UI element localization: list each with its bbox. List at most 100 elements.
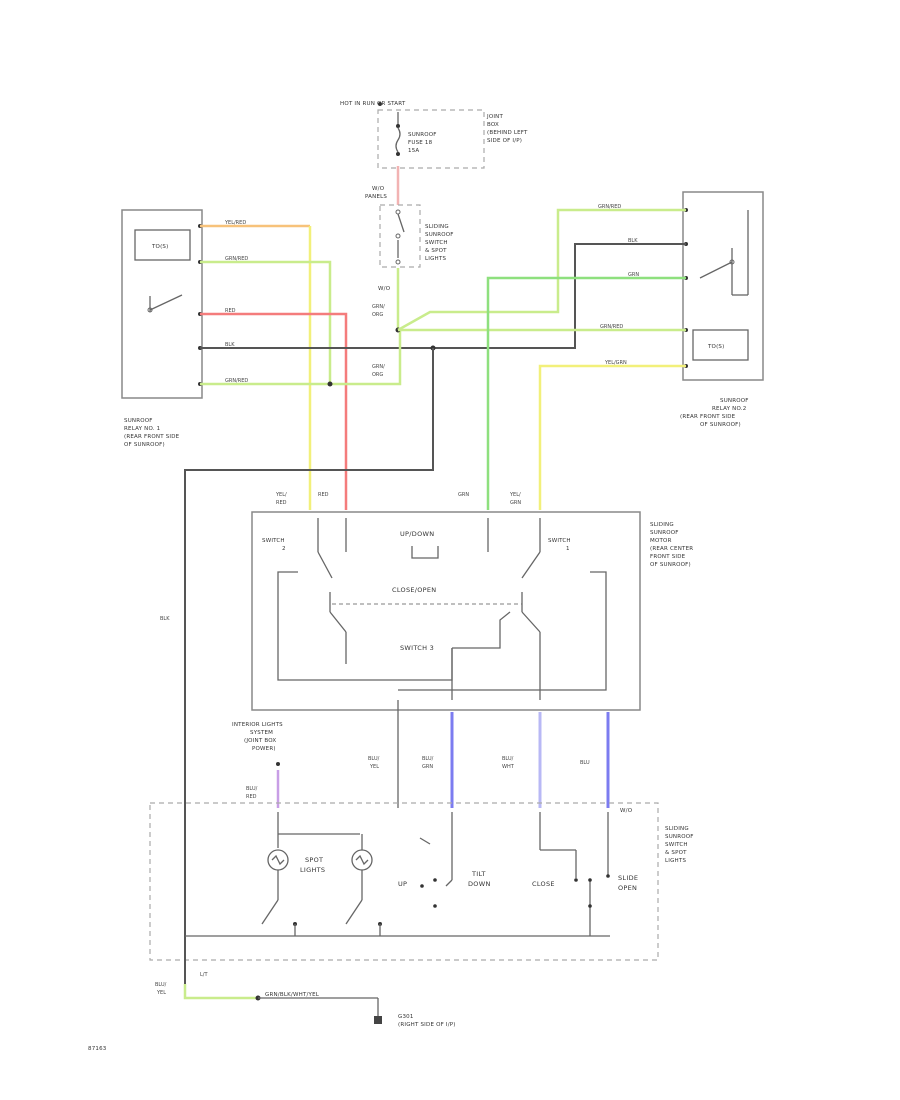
interior-lights-label-3: (JOINT BOX [244,738,276,744]
motor-icon [411,546,439,559]
wire-label-lt: L/T [200,972,208,978]
wire-label-grn: GRN [628,272,639,278]
ground-icon [374,1016,382,1024]
wire-label-grn-red-2: GRN/RED [225,378,248,384]
top-switch-label-3: SWITCH [425,240,448,246]
joint-box-outline [377,109,485,169]
relay2-label-1: SUNROOF [720,398,749,404]
wire-label-grn-org-1a: GRN/ [372,304,385,310]
top-switch-label-4: & SPOT [425,248,447,254]
wire-blk-side [184,348,434,810]
wire-label-red: RED [225,308,236,314]
close-label: CLOSE [532,880,555,888]
relay2-box [682,191,764,381]
footer-code: 87163 [88,1046,107,1052]
sunroof-motor: YEL/ RED RED GRN YEL/ GRN SWITCH 2 SWITC… [251,492,693,711]
top-switch-label-1: SLIDING [425,224,449,230]
interior-lights-label-4: POWER) [252,746,276,752]
motor-switch1-label-2: 1 [566,546,570,552]
motor-label-6: OF SUNROOF) [650,562,691,568]
relay1-coil-label: TO(S) [151,244,168,250]
motor-closeopen-label: CLOSE/OPEN [392,586,436,594]
slide-open-label-1: SLIDE [618,874,638,882]
wire-label-grn-org-1b: ORG [372,312,383,318]
w-o-top-label: W/O [378,286,391,292]
w-o-label: W/O [620,808,633,814]
hot-terminal-dot [378,102,382,106]
motor-wire-yel-red-1: YEL/ [275,492,287,498]
wire-label-blu-yel-2: YEL [369,764,379,770]
interior-lights-label-2: SYSTEM [250,730,273,736]
joint-box-section: HOT IN RUN OR START JOINT BOX (BEHIND LE… [340,101,528,169]
up-label: UP [398,880,407,888]
bottom-switch-outline [149,802,659,961]
wire-label-yel-grn: YEL/GRN [604,360,627,366]
ground-label-2: (RIGHT SIDE OF I/P) [398,1022,456,1028]
slide-open-label-2: OPEN [618,884,637,892]
bottom-switch-label-2: SUNROOF [665,834,694,840]
joint-box-label-3: (BEHIND LEFT [487,130,528,136]
wire-label-blu-yel-bottom-2: YEL [156,990,166,996]
wire-label-grn-org-2a: GRN/ [372,364,385,370]
w-o-panels-label-2: PANELS [365,194,387,200]
fuse-icon [395,127,401,153]
tilt-down-label-1: TILT [471,870,486,878]
wire-grn-red-1 [200,260,332,384]
wire-label-blk-side: BLK [160,616,170,622]
wire-label-grn-red: GRN/RED [225,256,248,262]
wire-label-grn-red-relay2: GRN/RED [598,204,621,210]
motor-switch2-label-2: 2 [282,546,286,552]
w-o-panels-label-1: W/O [372,186,385,192]
wire-grn [486,276,686,510]
wire-label-blu: BLU [580,760,590,766]
interior-lights-label-1: INTERIOR LIGHTS [232,722,283,728]
motor-switch3-label: SWITCH 3 [400,644,434,652]
wire-label-blu-red-2: RED [246,794,257,800]
motor-label-2: SUNROOF [650,530,679,536]
motor-wire-yel-grn-2: GRN [510,500,521,506]
motor-switch1-label-1: SWITCH [548,538,571,544]
motor-updown-label: UP/DOWN [400,530,434,538]
motor-label-3: MOTOR [650,538,672,544]
motor-label-5: FRONT SIDE [650,554,686,560]
motor-label-4: (REAR CENTER [650,546,693,552]
tilt-down-label-2: DOWN [468,880,491,888]
motor-box [251,511,641,711]
wire-yel-grn [538,364,686,510]
wire-red [200,312,348,510]
wire-grn-red-relay2-top [397,208,686,332]
hot-in-run-label: HOT IN RUN OR START [340,101,406,107]
wire-ground [183,984,258,1000]
relay1-box [121,209,203,399]
wire-label-grn-org-2b: ORG [372,372,383,378]
wire-label-blu-grn-1: BLU/ [422,756,434,762]
joint-box-label-2: BOX [487,122,499,128]
motor-label-1: SLIDING [650,522,674,528]
joint-box-label-1: JOINT [486,114,503,120]
joint-box-label-4: SIDE OF I/P) [487,138,522,144]
ground-label-1: G301 [398,1014,414,1020]
wire-label-blk: BLK [225,342,235,348]
spot-lights-label-1: SPOT [305,856,323,864]
wire-blk-top [200,243,686,349]
relay1-label-2: RELAY NO. 1 [124,426,160,432]
motor-wire-grn: GRN [458,492,469,498]
top-switch-outline [379,204,421,268]
wire-label-blu-wht-2: WHT [502,764,515,770]
relay2-coil [692,329,749,361]
bottom-switch-label-1: SLIDING [665,826,689,832]
wire-label-grn-red-relay2-coil: GRN/RED [600,324,623,330]
bottom-switch-label-4: & SPOT [665,850,687,856]
relay1-label-3: (REAR FRONT SIDE [124,434,180,440]
wire-grn-red-2 [200,330,402,386]
wire-label-blu-grn-2: GRN [422,764,433,770]
top-switch-label-2: SUNROOF [425,232,454,238]
wire-label-yel-red: YEL/RED [224,220,246,226]
ground-wire-label: GRN/BLK/WHT/YEL [265,992,320,998]
relay2-label-4: OF SUNROOF) [700,422,741,428]
motor-wire-yel-red-2: RED [276,500,287,506]
relay2-coil-label: TO(S) [707,344,724,350]
fuse-dot-top [396,124,400,128]
fuse-label-3: 15A [408,148,419,154]
motor-switch2-label-1: SWITCH [262,538,285,544]
